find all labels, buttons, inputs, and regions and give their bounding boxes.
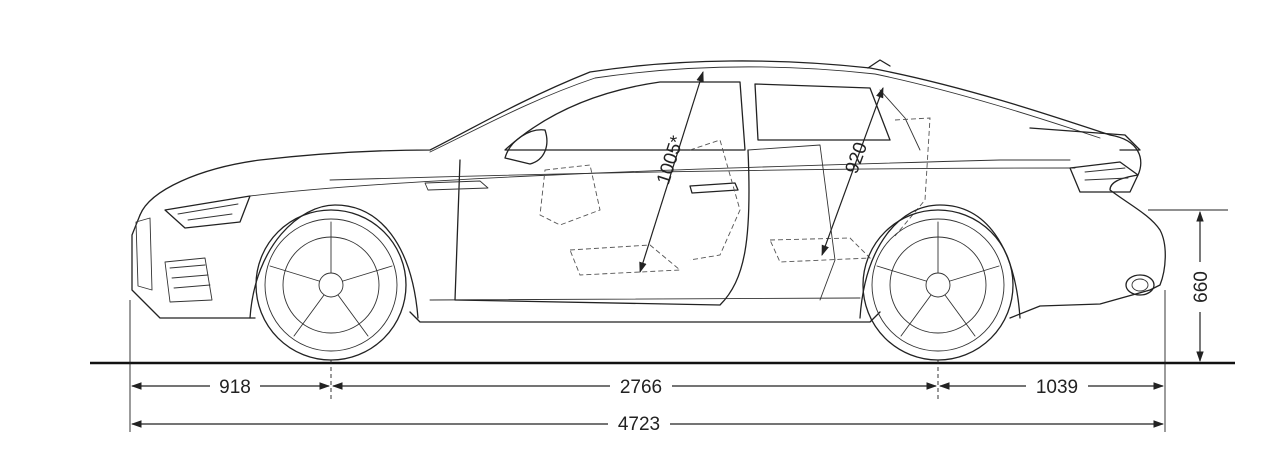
overall-length-label-group: 4723	[608, 412, 670, 436]
interior-seats	[539, 117, 931, 276]
front-overhang-label: 918	[219, 377, 251, 398]
rear-overhang-label: 1039	[1036, 377, 1078, 398]
rear-headroom-label: 920	[842, 140, 873, 177]
rear-height-label: 660	[1191, 271, 1212, 303]
extension-lines	[129, 209, 1228, 432]
rear-headroom-dimension-line	[821, 86, 884, 257]
rear-overhang-label-group: 1039	[1026, 374, 1088, 398]
front-headroom-label-group: 1005*	[653, 133, 689, 187]
front-wheel	[249, 204, 419, 361]
car-body-outline	[131, 59, 1166, 323]
front-headroom-dimension-line	[639, 70, 704, 274]
wheelbase-label-group: 2766	[610, 374, 672, 398]
wheelbase-label: 2766	[620, 377, 662, 398]
front-overhang-label-group: 918	[210, 374, 260, 398]
rear-headroom-label-group: 920	[842, 140, 873, 177]
front-headroom-label: 1005*	[653, 133, 689, 187]
rear-wheel	[859, 204, 1021, 361]
overall-length-label: 4723	[618, 414, 660, 435]
rear-height-label-group: 660	[1189, 262, 1212, 312]
